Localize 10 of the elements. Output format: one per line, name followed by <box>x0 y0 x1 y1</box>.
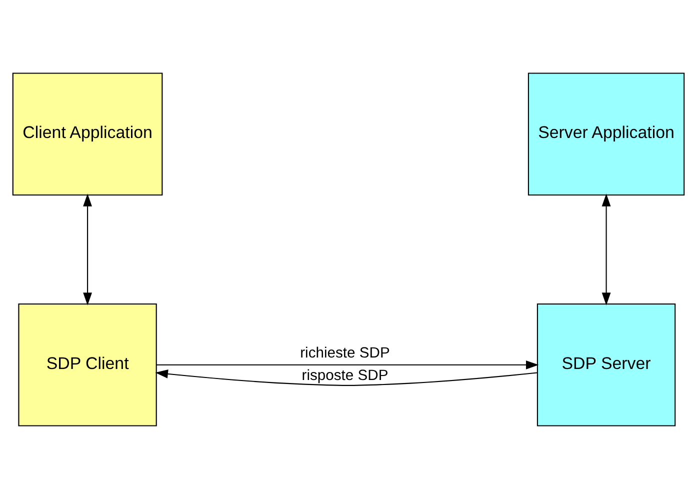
arrow <box>155 368 538 386</box>
arrow <box>602 193 611 305</box>
node-box: SDP Server <box>536 303 676 426</box>
arrow <box>83 193 92 305</box>
node-box: Client Application <box>12 72 163 195</box>
edge-label: risposte SDP <box>302 367 388 384</box>
arrow <box>156 360 539 369</box>
edge-label: richieste SDP <box>300 345 390 362</box>
node-box: SDP Client <box>18 303 157 426</box>
node-box: Server Application <box>528 72 685 195</box>
